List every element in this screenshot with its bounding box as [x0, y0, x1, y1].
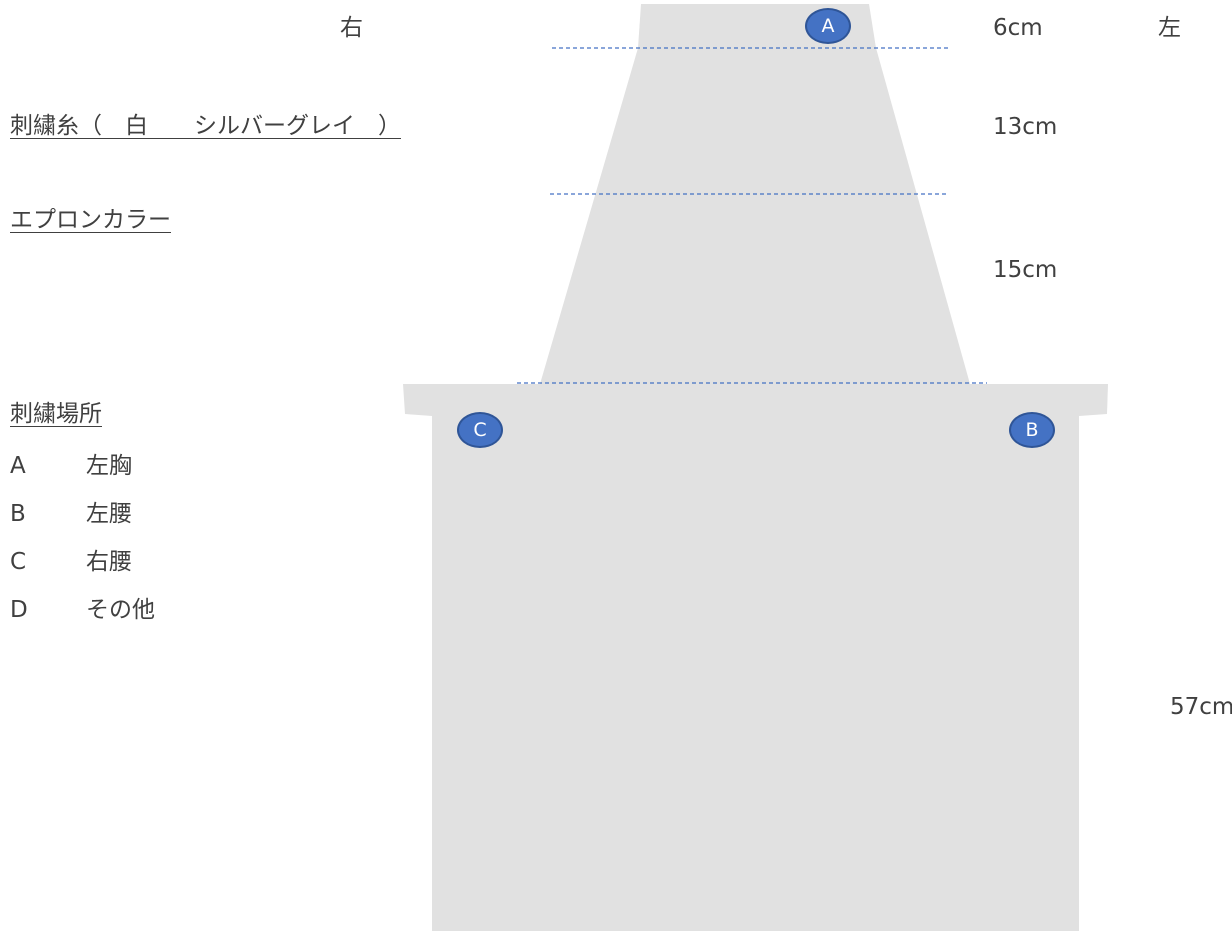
- apron-skirt: [403, 384, 1108, 931]
- apron-color-label: エプロンカラー: [10, 207, 171, 233]
- measurement-lower-bib: 15cm: [993, 257, 1058, 283]
- location-place: 左腰: [86, 501, 132, 527]
- marker-a: A: [805, 8, 851, 44]
- embroidery-location-heading: 刺繍場所: [10, 401, 102, 427]
- marker-b: B: [1009, 412, 1055, 448]
- location-place: 右腰: [86, 549, 132, 575]
- location-code: A: [10, 453, 26, 479]
- apron-bib: [540, 48, 970, 384]
- left-side-label: 左: [1158, 15, 1181, 41]
- location-code: D: [10, 597, 28, 623]
- measurement-top: 6cm: [993, 15, 1043, 41]
- measurement-skirt: 57cm: [1170, 694, 1232, 720]
- location-place: 左胸: [86, 453, 132, 479]
- marker-c: C: [457, 412, 503, 448]
- location-place: その他: [86, 597, 155, 623]
- right-side-label: 右: [340, 15, 363, 41]
- location-code: C: [10, 549, 27, 575]
- measurement-upper-bib: 13cm: [993, 114, 1058, 140]
- location-code: B: [10, 501, 26, 527]
- thread-color-label: 刺繍糸（ 白 シルバーグレイ ）: [10, 113, 401, 139]
